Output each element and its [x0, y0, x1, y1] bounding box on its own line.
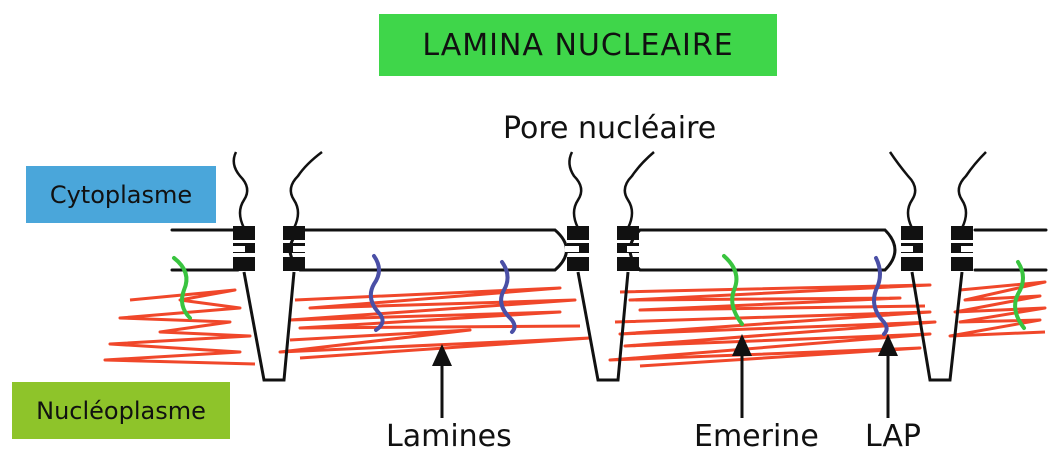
- emerine-protein: [1015, 262, 1024, 328]
- pore-fibril: [569, 152, 581, 228]
- membrane-segment: [290, 230, 567, 270]
- pore-fibril: [625, 152, 654, 228]
- pore-block: [283, 257, 305, 271]
- membrane-segment: [630, 230, 895, 270]
- cytoplasm-label: Cytoplasme: [50, 181, 192, 209]
- pore-fibril: [890, 152, 915, 228]
- pore-channel: [565, 246, 579, 252]
- emerine-protein: [174, 258, 190, 318]
- pore-channel: [961, 246, 975, 252]
- pore-block: [567, 226, 589, 240]
- pore-block: [617, 226, 639, 240]
- pore-channel: [293, 246, 307, 252]
- pore-block: [283, 226, 305, 240]
- lamines-label: Lamines: [386, 422, 512, 452]
- pore-complex: [899, 226, 923, 271]
- pore-basket: [912, 272, 962, 380]
- pore-complex: [283, 226, 307, 271]
- lap-label: LAP: [865, 422, 921, 452]
- pore-complex: [231, 226, 255, 271]
- pore-block: [233, 226, 255, 240]
- pore-complex: [951, 226, 975, 271]
- nucleoplasm-box: Nucléoplasme: [12, 382, 230, 439]
- lamina-filament: [290, 288, 580, 328]
- pore-fibril: [234, 152, 247, 228]
- pore-fibril: [291, 152, 322, 228]
- pore-channel: [899, 246, 913, 252]
- pore-block: [567, 257, 589, 271]
- pore-channel: [231, 246, 245, 252]
- nucleoplasm-label: Nucléoplasme: [36, 397, 206, 425]
- title-box: LAMINA NUCLEAIRE: [379, 14, 777, 76]
- pore-block: [617, 257, 639, 271]
- pore-block: [233, 257, 255, 271]
- pore-block: [951, 226, 973, 240]
- pore-channel: [627, 246, 641, 252]
- cytoplasmic-fibrils: [234, 152, 986, 228]
- pore-complex: [617, 226, 641, 271]
- diagram-title: LAMINA NUCLEAIRE: [422, 28, 733, 63]
- pore-basket: [578, 272, 628, 380]
- lamina-network: [105, 282, 1045, 366]
- lamina-filament: [280, 330, 590, 358]
- lap-protein: [501, 262, 514, 332]
- pore-fibril: [959, 152, 986, 228]
- pore-block: [951, 257, 973, 271]
- pore-complexes: [231, 226, 975, 271]
- pore-block: [901, 226, 923, 240]
- pore-block: [901, 257, 923, 271]
- pointer-arrows: [432, 334, 898, 418]
- emerine-label: Emerine: [694, 422, 819, 452]
- pore-label: Pore nucléaire: [503, 114, 716, 144]
- cytoplasm-box: Cytoplasme: [26, 166, 216, 223]
- lamina-filament: [950, 282, 1045, 336]
- pore-complex: [565, 226, 589, 271]
- lamina-filament: [620, 285, 930, 310]
